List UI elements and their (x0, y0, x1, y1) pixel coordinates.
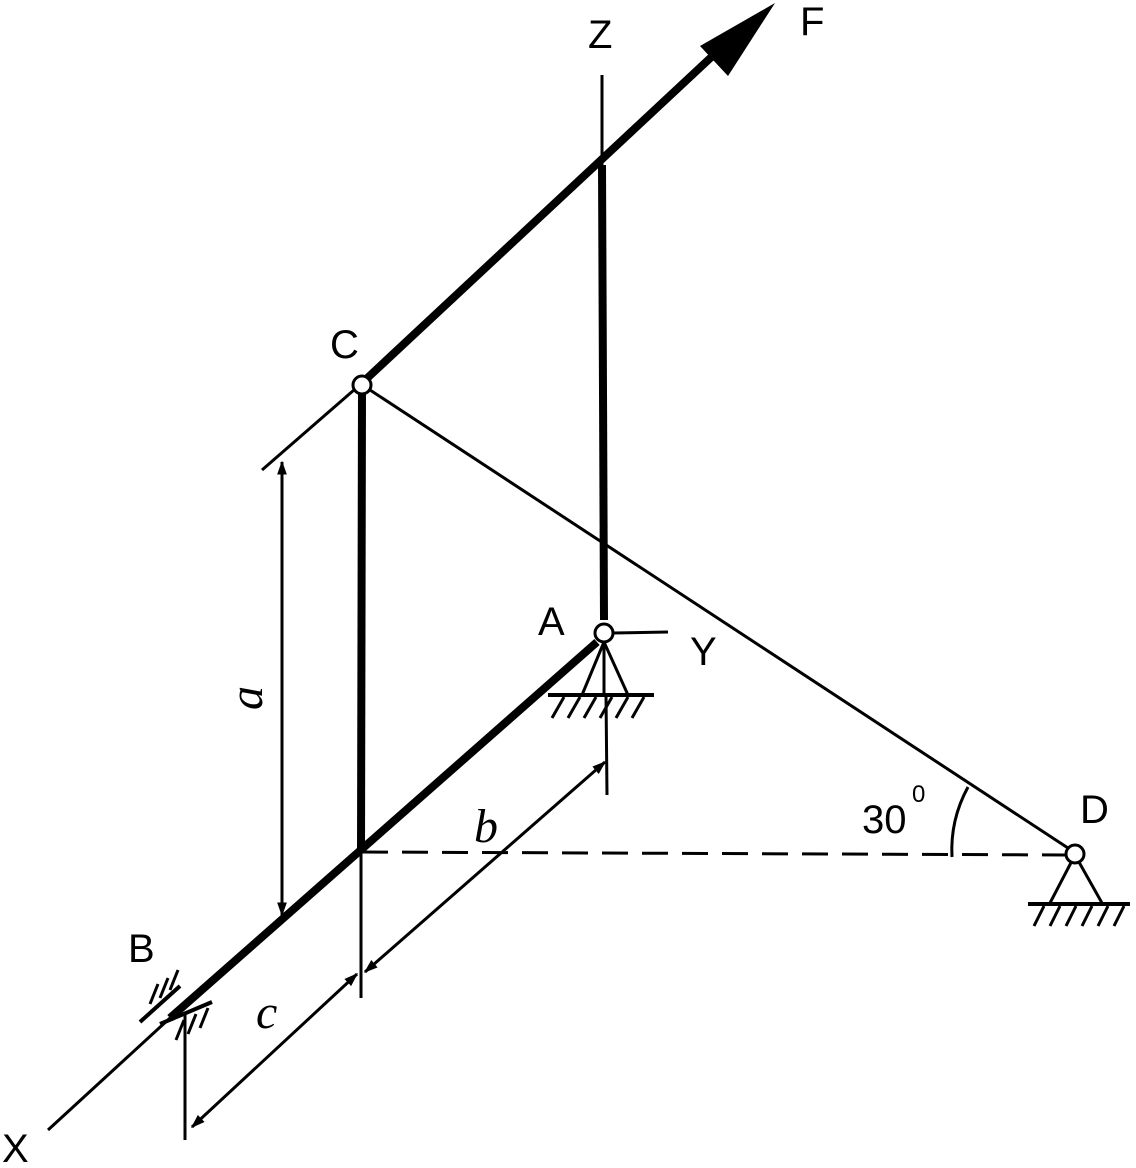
x-axis-line (46, 1016, 172, 1132)
label-d: D (1080, 788, 1109, 832)
a-extension-line (604, 694, 609, 796)
dim-c-label: c (256, 986, 277, 1039)
dim-b-label: b (474, 800, 498, 853)
vertical-member-c (357, 392, 366, 853)
angle-unit-label: 0 (912, 781, 925, 808)
dim-c-line (190, 972, 359, 1129)
hinge-a (593, 622, 615, 644)
label-z: Z (588, 13, 612, 57)
angle-value-label: 30 (862, 798, 907, 842)
c-extension-line (261, 381, 363, 472)
label-c: C (330, 323, 359, 367)
cable-cd (369, 388, 1069, 850)
force-arrow-head (700, 3, 775, 76)
hinge-d (1064, 843, 1086, 865)
dashed-base-line (361, 850, 1067, 857)
hinge-c (351, 374, 373, 396)
force-line (359, 32, 738, 386)
dim-b-line (363, 760, 607, 974)
label-y: Y (690, 630, 717, 674)
pin-support-a (548, 641, 654, 719)
vertical-member-a (598, 164, 608, 621)
label-x: X (2, 1127, 29, 1168)
label-a: A (538, 600, 565, 644)
dim-a-label: a (220, 686, 273, 710)
y-axis-line (612, 630, 669, 635)
pin-support-d (1028, 854, 1130, 927)
label-f: F (800, 0, 824, 44)
angle-arc (950, 786, 970, 858)
label-b: B (128, 927, 155, 971)
bearing-support-b (138, 969, 213, 1041)
